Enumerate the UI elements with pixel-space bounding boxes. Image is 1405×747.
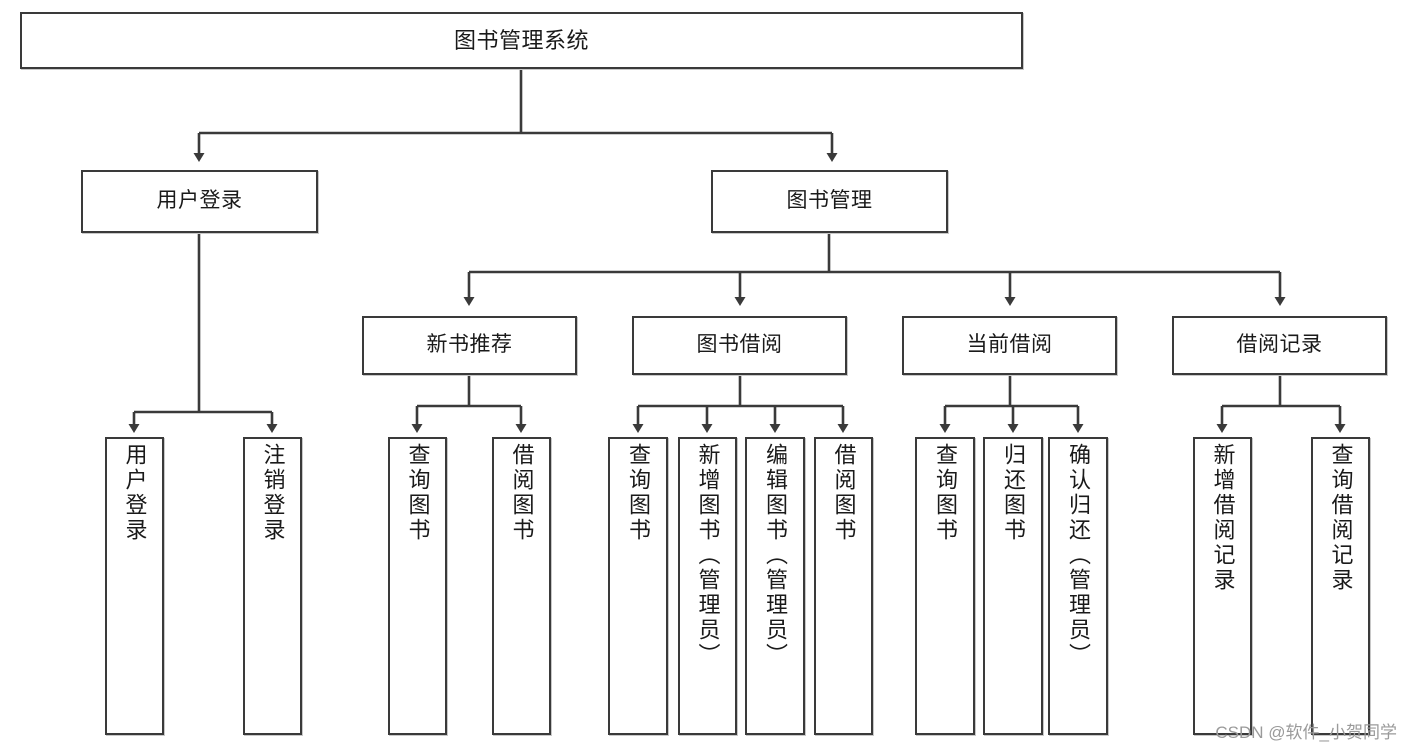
node-label: 查询图书 bbox=[625, 443, 651, 543]
node-label: 编辑图书（管理员） bbox=[762, 443, 788, 668]
leaf-edit-book[interactable]: 编辑图书（管理员） bbox=[745, 437, 805, 735]
leaf-user-login[interactable]: 用户登录 bbox=[105, 437, 164, 735]
node-label: 查询借阅记录 bbox=[1328, 443, 1354, 593]
node-label: 新书推荐 bbox=[426, 333, 513, 357]
node-label: 图书管理系统 bbox=[453, 27, 589, 53]
node-label: 归还图书 bbox=[1000, 443, 1026, 543]
leaf-confirm-return[interactable]: 确认归还（管理员） bbox=[1048, 437, 1108, 735]
node-label: 新增借阅记录 bbox=[1210, 443, 1236, 593]
node-root-system[interactable]: 图书管理系统 bbox=[20, 12, 1023, 69]
leaf-return-book[interactable]: 归还图书 bbox=[983, 437, 1043, 735]
node-label: 借阅图书 bbox=[509, 443, 535, 543]
leaf-borrow-book[interactable]: 借阅图书 bbox=[814, 437, 873, 735]
node-user-login[interactable]: 用户登录 bbox=[81, 170, 318, 233]
leaf-query-book-borrow[interactable]: 查询图书 bbox=[608, 437, 668, 735]
leaf-logout-login[interactable]: 注销登录 bbox=[243, 437, 302, 735]
node-label: 借阅图书 bbox=[831, 443, 857, 543]
leaf-borrow-book-recommend[interactable]: 借阅图书 bbox=[492, 437, 551, 735]
leaf-query-book-current[interactable]: 查询图书 bbox=[915, 437, 975, 735]
node-label: 用户登录 bbox=[122, 443, 148, 543]
node-label: 注销登录 bbox=[260, 443, 286, 543]
node-label: 新增图书（管理员） bbox=[695, 443, 721, 668]
leaf-add-borrow-record[interactable]: 新增借阅记录 bbox=[1193, 437, 1252, 735]
node-label: 当前借阅 bbox=[966, 333, 1053, 357]
node-book-borrow[interactable]: 图书借阅 bbox=[632, 316, 847, 375]
leaf-add-book[interactable]: 新增图书（管理员） bbox=[678, 437, 737, 735]
node-label: 用户登录 bbox=[156, 189, 243, 213]
node-new-book-recommend[interactable]: 新书推荐 bbox=[362, 316, 577, 375]
node-label: 查询图书 bbox=[405, 443, 431, 543]
node-book-management[interactable]: 图书管理 bbox=[711, 170, 948, 233]
node-label: 图书借阅 bbox=[696, 333, 783, 357]
csdn-watermark: CSDN @软件_小贺同学 bbox=[1215, 723, 1397, 742]
node-current-borrow[interactable]: 当前借阅 bbox=[902, 316, 1117, 375]
node-borrow-record[interactable]: 借阅记录 bbox=[1172, 316, 1387, 375]
node-label: 确认归还（管理员） bbox=[1065, 443, 1091, 668]
node-label: 借阅记录 bbox=[1236, 333, 1323, 357]
node-label: 查询图书 bbox=[932, 443, 958, 543]
leaf-query-book-recommend[interactable]: 查询图书 bbox=[388, 437, 447, 735]
node-label: 图书管理 bbox=[786, 189, 873, 213]
leaf-query-borrow-record[interactable]: 查询借阅记录 bbox=[1311, 437, 1370, 735]
